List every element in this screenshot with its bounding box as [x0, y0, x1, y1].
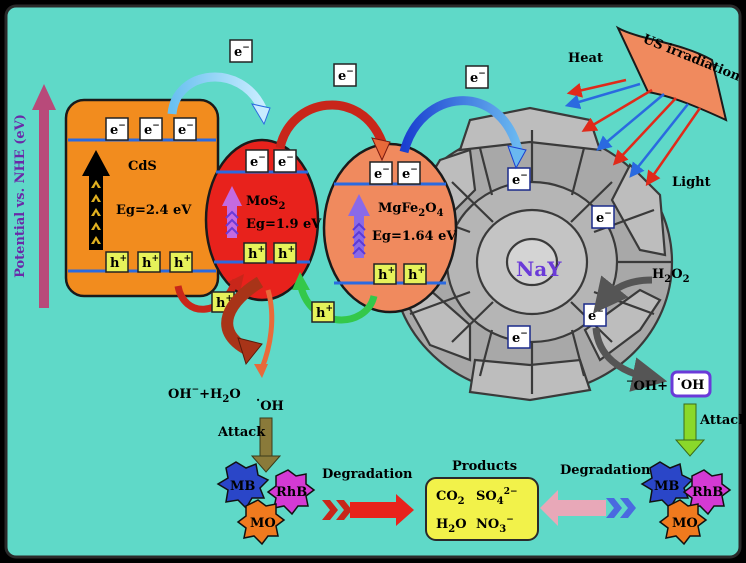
- nay-electron: e−: [583, 303, 607, 327]
- attack-arrow-right: [674, 403, 706, 457]
- hydroxide-water-label: OH−+H2O: [168, 385, 241, 405]
- mgfe2o4-label: MgFe2O4: [378, 201, 444, 219]
- cds-hole: h+: [105, 251, 129, 273]
- us-irradiation-banner: [564, 25, 728, 187]
- cds-to-mos2-electron-arrow: [167, 72, 267, 115]
- svg-text:e−: e−: [470, 69, 486, 86]
- attack-arrow-left: [250, 417, 282, 473]
- hydroxyl-radical-box: [670, 370, 712, 398]
- hydroxyl-radical-right: ·OH: [677, 373, 704, 393]
- product-so4: SO42−: [476, 487, 518, 507]
- degradation-label-left: Degradation: [322, 467, 413, 482]
- svg-text:h+: h+: [216, 294, 233, 311]
- svg-text:e−: e−: [512, 329, 528, 346]
- nay-electron: e−: [591, 205, 615, 229]
- mgfe2o4-electron: e−: [397, 161, 421, 185]
- dye-mo-left: MO: [250, 516, 276, 531]
- svg-text:e−: e−: [512, 171, 528, 188]
- hydroxyl-radical-left: ·OH: [256, 393, 284, 414]
- degradation-arrow-left: [322, 494, 414, 526]
- svg-text:e−: e−: [144, 121, 160, 138]
- mgfe2o4-electron: e−: [369, 161, 393, 185]
- cds-hole: h+: [169, 251, 193, 273]
- products-box: [425, 477, 539, 541]
- product-co2: CO2: [436, 489, 465, 507]
- transfer-electron: e−: [465, 65, 489, 89]
- cds-band-gap: Eg=2.4 eV: [116, 203, 192, 218]
- svg-text:h+: h+: [316, 304, 333, 321]
- degradation-arrow-right: [540, 490, 636, 526]
- svg-text:h+: h+: [248, 245, 265, 262]
- attack-label-right: Attack: [699, 413, 746, 428]
- dye-cluster-right: [640, 461, 732, 546]
- svg-text:h+: h+: [378, 266, 395, 283]
- mos2-to-mgfe2o4-electron-arrow: [275, 100, 387, 150]
- svg-text:e−: e−: [278, 153, 294, 170]
- mos2-hole: h+: [273, 242, 297, 264]
- potential-axis-label: Potential vs. NHE (eV): [13, 114, 28, 278]
- mgfe2o4-band-gap: Eg=1.64 eV: [372, 229, 457, 244]
- heat-label: Heat: [568, 51, 603, 66]
- h2o2-to-nay-arrow: [593, 275, 653, 314]
- dye-rhb-left: RhB: [276, 485, 307, 500]
- svg-text:e−: e−: [234, 43, 250, 60]
- svg-text:h+: h+: [408, 266, 425, 283]
- dye-mb-right: MB: [654, 479, 679, 494]
- cds-hole: h+: [137, 251, 161, 273]
- svg-text:h+: h+: [174, 254, 191, 271]
- mgfe2o4-hole: h+: [373, 263, 397, 285]
- dye-cluster-left: [216, 461, 316, 546]
- product-h2o: H2O: [436, 517, 467, 535]
- transfer-electron: e−: [333, 63, 357, 87]
- svg-text:e−: e−: [250, 153, 266, 170]
- mgfe2o4-to-nay-electron-arrow: [399, 96, 523, 154]
- svg-text:h+: h+: [278, 245, 295, 262]
- svg-text:e−: e−: [402, 165, 418, 182]
- h2o2-label: H2O2: [652, 267, 690, 285]
- dye-mo-right: MO: [672, 516, 698, 531]
- svg-text:e−: e−: [178, 121, 194, 138]
- attack-label-left: Attack: [217, 425, 266, 440]
- svg-text:e−: e−: [110, 121, 126, 138]
- hydroxide-right-label: −OH+: [626, 377, 668, 394]
- mos2-label: MoS2: [246, 194, 285, 212]
- mos2-electron: e−: [245, 149, 269, 173]
- mos2-band-gap: Eg=1.9 eV: [246, 217, 322, 232]
- svg-text:e−: e−: [338, 67, 354, 84]
- mgfe2o4-hole: h+: [403, 263, 427, 285]
- product-no3: NO3−: [476, 515, 514, 535]
- nay-to-hydroxyl-arrow: [592, 327, 668, 392]
- cds-electron: e−: [173, 117, 197, 141]
- products-title: Products: [452, 459, 517, 474]
- light-label: Light: [672, 175, 711, 190]
- nay-label: NaY: [516, 257, 562, 281]
- cds-electron: e−: [139, 117, 163, 141]
- cds-electron: e−: [105, 117, 129, 141]
- potential-axis: Potential vs. NHE (eV): [13, 84, 56, 308]
- svg-text:h+: h+: [110, 254, 127, 271]
- dye-mb-left: MB: [230, 479, 255, 494]
- degradation-label-right: Degradation: [560, 463, 651, 478]
- svg-text:e−: e−: [596, 209, 612, 226]
- cds-hole-transfer-arrow: [174, 278, 240, 313]
- hole-oxidation-arrow: [221, 276, 264, 356]
- svg-text:h+: h+: [142, 254, 159, 271]
- transfer-hole: h+: [311, 301, 335, 323]
- cds-label: CdS: [128, 159, 157, 174]
- mgfe2o4-hole-transfer-arrow: [296, 281, 378, 324]
- mos2-electron: e−: [273, 149, 297, 173]
- transfer-electron: e−: [229, 39, 253, 63]
- nay-electron: e−: [507, 325, 531, 349]
- dye-rhb-right: RhB: [692, 485, 723, 500]
- svg-text:e−: e−: [374, 165, 390, 182]
- nay-electron: e−: [507, 167, 531, 191]
- mos2-hole: h+: [243, 242, 267, 264]
